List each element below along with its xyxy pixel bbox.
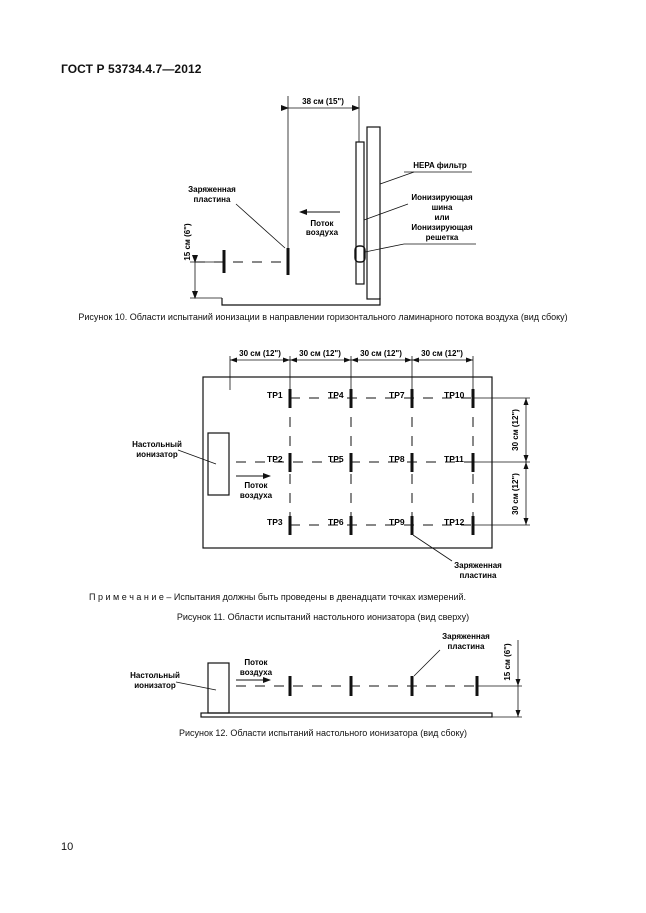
fig10-ion-bus-label-1: Ионизирующая xyxy=(411,193,473,202)
fig10-grid-leader xyxy=(364,243,405,253)
fig10-bus-leader xyxy=(363,203,409,221)
figure-11-note: П р и м е ч а н и е – Испытания должны б… xyxy=(89,592,466,602)
figure-11-caption: Рисунок 11. Области испытаний настольног… xyxy=(176,612,470,622)
fig10-dim-top: 38 см (15") xyxy=(302,97,344,106)
fig10-airflow-label-2: воздуха xyxy=(306,228,339,237)
fig10-ion-grid-label-2: решетка xyxy=(426,233,459,242)
note-text: – Испытания должны быть проведены в двен… xyxy=(163,592,466,602)
fig10-dim-side: 15 см (6") xyxy=(183,223,192,261)
fig10-airflow-label-1: Поток xyxy=(310,219,334,228)
fig10-ion-bus-label-2: шина xyxy=(432,203,453,212)
fig10-or-label: или xyxy=(435,213,450,222)
fig10-base xyxy=(221,298,381,306)
note-prefix: П р и м е ч а н и е xyxy=(89,592,164,602)
fig10-hepa-leader xyxy=(379,171,415,185)
fig10-ionizing-grid xyxy=(354,245,366,263)
fig10-ion-grid-label-1: Ионизирующая xyxy=(411,223,473,232)
figure-10-caption: Рисунок 10. Области испытаний ионизации … xyxy=(78,312,568,322)
fig10-hepa-label: HEPA фильтр xyxy=(413,161,467,170)
fig10-hepa-frame xyxy=(366,126,381,300)
fig10-plate-label-1: Заряженная xyxy=(188,185,236,194)
fig10-plate-leader xyxy=(235,203,286,249)
figure-12-caption: Рисунок 12. Области испытаний настольног… xyxy=(178,728,468,738)
page-number: 10 xyxy=(61,841,74,853)
fig10-ionizing-bus xyxy=(355,141,365,285)
fig10-plate-label-2: пластина xyxy=(194,195,231,204)
document-header: ГОСТ Р 53734.4.7—2012 xyxy=(61,62,202,76)
